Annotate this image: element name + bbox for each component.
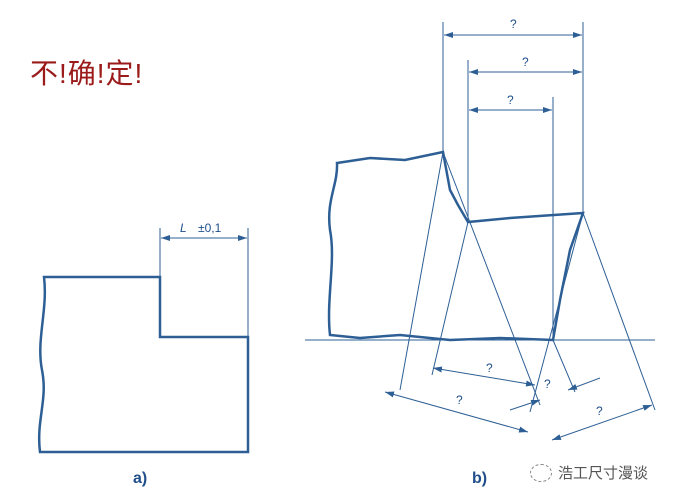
unknown-dim-1: ? <box>510 17 517 31</box>
tolerance-label: ±0,1 <box>198 221 222 235</box>
watermark-text: 浩工尺寸漫谈 <box>558 465 649 482</box>
figure-a-label: a) <box>133 470 148 487</box>
unknown-dim-5: ? <box>544 377 551 391</box>
unknown-dim-7: ? <box>596 404 603 418</box>
construction-lines <box>384 22 656 441</box>
figure-b-label: b) <box>472 470 488 487</box>
dimension-a <box>159 228 249 337</box>
part-outline-a <box>37 275 250 454</box>
unknown-dim-2: ? <box>522 55 529 69</box>
watermark: 浩工尺寸漫谈 <box>530 462 648 483</box>
unknown-dim-4: ? <box>486 361 493 375</box>
wechat-logo-icon <box>530 463 552 482</box>
unknown-dim-6: ? <box>456 393 463 407</box>
title: 不!确!定! <box>30 58 144 89</box>
dimension-symbol: L <box>180 221 187 235</box>
part-outline-b <box>327 150 585 342</box>
unknown-dim-3: ? <box>507 93 514 107</box>
